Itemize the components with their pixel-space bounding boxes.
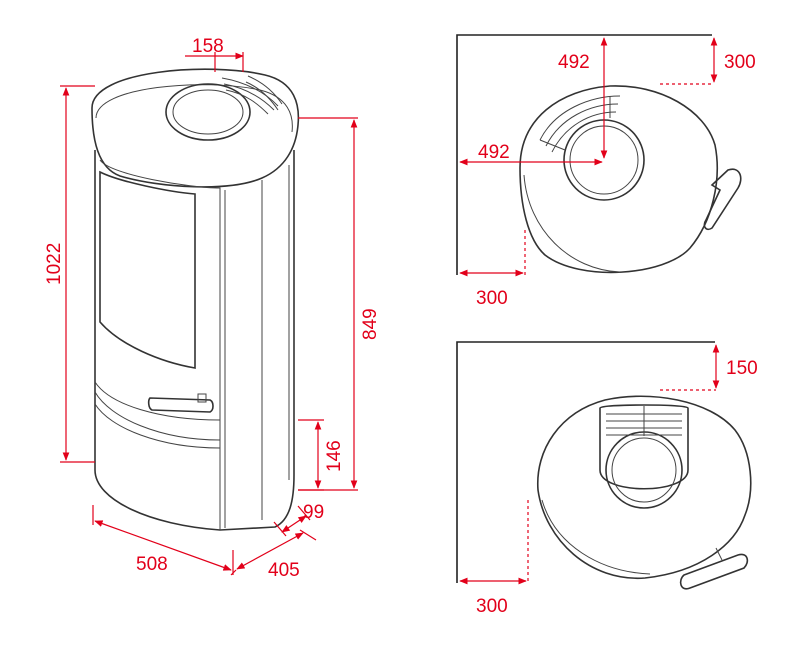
dim-corner-clearance-bottom-label: 300 xyxy=(476,288,508,309)
dim-width-label: 508 xyxy=(136,554,168,575)
stove-body xyxy=(91,68,300,531)
corner-install-view: 492 492 300 300 xyxy=(456,34,756,309)
corner-wall xyxy=(456,34,712,275)
dim-flue-height-label: 849 xyxy=(360,308,381,340)
dim-width: 508 xyxy=(92,505,234,575)
dim-corner-flue-x: 492 xyxy=(459,142,603,166)
dim-corner-clearance-bottom: 300 xyxy=(459,230,526,309)
dim-corner-flue-x-label: 492 xyxy=(478,142,510,163)
dim-corner-flue-y: 492 xyxy=(558,37,608,159)
dim-corner-clearance-side-label: 300 xyxy=(724,52,756,73)
dim-wall-clearance-back: 150 xyxy=(660,344,758,391)
dim-connector-height-label: 146 xyxy=(324,440,345,472)
dim-corner-flue-y-label: 492 xyxy=(558,52,590,73)
dim-connector-height: 146 xyxy=(298,419,345,491)
dim-flue-offset-label: 158 xyxy=(192,36,224,57)
dim-connector-depth-label: 99 xyxy=(303,502,324,523)
dim-flue-offset: 158 xyxy=(185,36,244,72)
wall-stove-top xyxy=(537,395,752,590)
corner-stove-top xyxy=(519,85,742,274)
dim-connector-depth: 99 xyxy=(273,502,324,537)
dim-wall-clearance-side: 300 xyxy=(459,500,529,617)
dim-corner-clearance-side: 300 xyxy=(660,37,756,85)
wall-install-view: 150 300 xyxy=(456,341,758,617)
dim-total-height-label: 1022 xyxy=(44,243,65,285)
dim-flue-height: 849 xyxy=(298,117,381,491)
dim-depth-label: 405 xyxy=(268,560,300,581)
dim-depth: 405 xyxy=(230,529,317,581)
dim-total-height: 1022 xyxy=(44,85,95,463)
dim-wall-clearance-side-label: 300 xyxy=(476,596,508,617)
front-view: 158 1022 849 146 99 xyxy=(44,36,381,581)
wall-corner xyxy=(456,341,715,583)
dim-wall-clearance-back-label: 150 xyxy=(726,358,758,379)
